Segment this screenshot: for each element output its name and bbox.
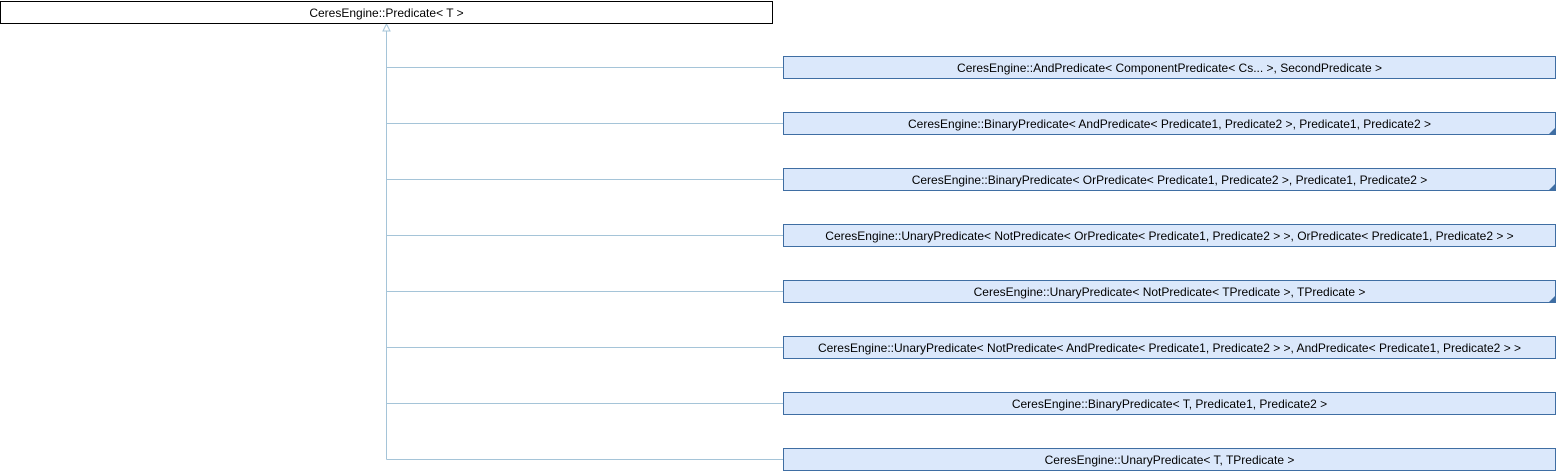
root-class-node[interactable]: CeresEngine::Predicate< T >	[0, 1, 773, 24]
derived-class-label: CeresEngine::UnaryPredicate< T, TPredica…	[1044, 452, 1295, 467]
derived-class-label: CeresEngine::UnaryPredicate< NotPredicat…	[825, 228, 1514, 243]
derived-class-node-binary-and[interactable]: CeresEngine::BinaryPredicate< AndPredica…	[783, 112, 1556, 135]
derived-class-node-binary-or[interactable]: CeresEngine::BinaryPredicate< OrPredicat…	[783, 168, 1556, 191]
derived-class-node-binary-t[interactable]: CeresEngine::BinaryPredicate< T, Predica…	[783, 392, 1556, 415]
derived-class-label: CeresEngine::UnaryPredicate< NotPredicat…	[973, 284, 1366, 299]
derived-class-node-unary-not-or[interactable]: CeresEngine::UnaryPredicate< NotPredicat…	[783, 224, 1556, 247]
derived-class-node-unary-t[interactable]: CeresEngine::UnaryPredicate< T, TPredica…	[783, 448, 1556, 471]
derived-class-label: CeresEngine::AndPredicate< ComponentPred…	[957, 60, 1382, 75]
inheritance-arrowhead	[382, 22, 391, 32]
derived-class-label: CeresEngine::BinaryPredicate< AndPredica…	[908, 116, 1431, 131]
derived-class-label: CeresEngine::BinaryPredicate< OrPredicat…	[911, 172, 1428, 187]
derived-class-node-and-predicate[interactable]: CeresEngine::AndPredicate< ComponentPred…	[783, 56, 1556, 79]
derived-class-label: CeresEngine::BinaryPredicate< T, Predica…	[1011, 396, 1328, 411]
derived-class-label: CeresEngine::UnaryPredicate< NotPredicat…	[817, 340, 1522, 355]
derived-class-node-unary-not-and[interactable]: CeresEngine::UnaryPredicate< NotPredicat…	[783, 336, 1556, 359]
derived-class-node-unary-not-tpredicate[interactable]: CeresEngine::UnaryPredicate< NotPredicat…	[783, 280, 1556, 303]
root-class-label: CeresEngine::Predicate< T >	[309, 5, 464, 20]
